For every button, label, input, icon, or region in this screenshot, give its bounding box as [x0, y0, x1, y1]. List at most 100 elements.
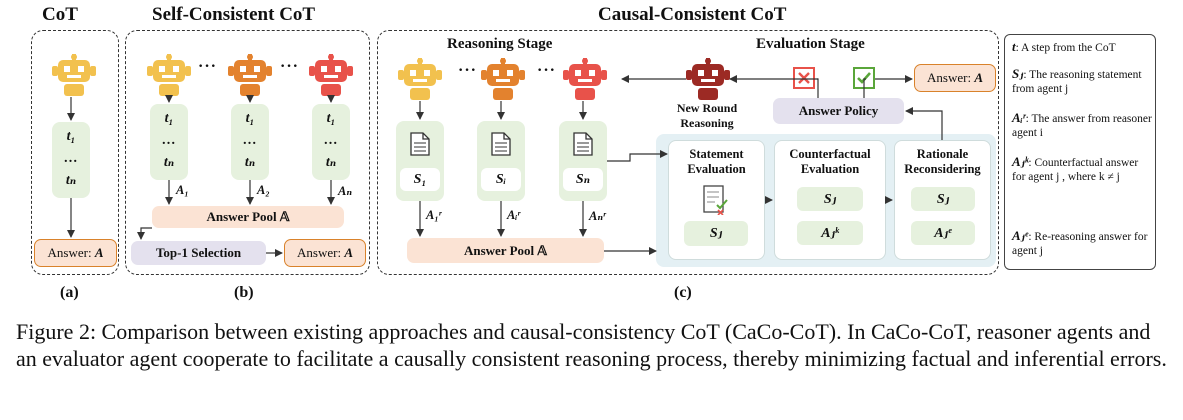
- step-dots: …: [243, 133, 257, 148]
- panel-label-b: (b): [234, 284, 254, 301]
- figure-caption: Figure 2: Comparison between existing ap…: [16, 319, 1167, 371]
- panel-c: [377, 30, 999, 275]
- top1-selection: Top-1 Selection: [131, 241, 266, 265]
- cot-steps-box: [52, 122, 90, 198]
- answer-var: A: [344, 245, 353, 260]
- step-t1: t₁: [66, 129, 76, 144]
- arrows-overlay: [67, 75, 943, 257]
- cot-steps: t₁ … tₙ: [312, 108, 350, 174]
- step-dots: …: [64, 151, 78, 166]
- evaluation-stage-label: Evaluation Stage: [756, 36, 865, 52]
- robot-icon: [147, 54, 191, 101]
- robot-icon: [686, 58, 730, 105]
- step-dots: …: [162, 133, 176, 148]
- counterfactual-evaluation-card: Counterfactual Evaluation Sⱼ Aⱼᵏ: [774, 140, 886, 260]
- step-t1: t₁: [245, 111, 255, 126]
- robot-icon: [52, 54, 96, 101]
- panel-label-a: (a): [60, 284, 79, 301]
- step-t1: t₁: [326, 111, 336, 126]
- counterfactual-answer-var: Aⱼᵏ: [797, 221, 863, 245]
- answer-box-b: Answer: A: [284, 239, 366, 267]
- robot-icon: [481, 58, 525, 105]
- cot-steps: t₁ … tₙ: [150, 108, 188, 174]
- arrow-label: Aᵢʳ: [507, 208, 521, 222]
- legend-item: Aᵢʳ: The answer from reasoner agent i: [1012, 111, 1152, 140]
- legend-text: : The answer from reasoner agent i: [1012, 113, 1152, 139]
- ellipsis: ···: [537, 62, 557, 79]
- panel-label-c: (c): [674, 284, 692, 301]
- step-tn: tₙ: [325, 155, 337, 170]
- self-consistent-title: Self-Consistent CoT: [152, 4, 316, 25]
- legend-text: : Re-reasoning answer for agent j: [1012, 231, 1148, 257]
- arrow-label: A₂: [257, 183, 270, 197]
- answer-pool-c: Answer Pool 𝔸: [407, 238, 604, 263]
- arrow-label: A₁ʳ: [426, 208, 442, 222]
- cot-steps-box: [231, 104, 269, 180]
- legend-symbol: Aᵢʳ: [1012, 110, 1026, 125]
- card-title: Statement Evaluation: [687, 147, 746, 176]
- legend-symbol: Aⱼᵉ: [1012, 228, 1029, 243]
- legend-text: : The reasoning statement from agent j: [1012, 69, 1142, 95]
- cot-steps: t₁ … tₙ: [231, 108, 269, 174]
- robot-icon: [309, 54, 353, 101]
- legend-box: [1004, 34, 1156, 270]
- card-title: Counterfactual Evaluation: [789, 147, 871, 176]
- answer-label: Answer:: [297, 245, 342, 260]
- legend-item: Aⱼᵉ: Re-reasoning answer for agent j: [1012, 229, 1152, 258]
- answer-label: Answer:: [47, 245, 92, 260]
- answer-var: A: [974, 70, 983, 85]
- legend-item: t: A step from the CoT: [1012, 40, 1152, 55]
- step-dots: …: [324, 133, 338, 148]
- statement-var: Sⱼ: [911, 187, 975, 211]
- cot-steps: t₁ … tₙ: [52, 126, 90, 192]
- causal-consistent-title: Causal-Consistent CoT: [598, 4, 787, 25]
- answer-var: A: [94, 245, 104, 260]
- panel-a: [31, 30, 119, 275]
- legend-item: Sⱼ: The reasoning statement from agent j: [1012, 67, 1152, 96]
- legend-item: Aⱼᵏ: Counterfactual answer for agent j ,…: [1012, 155, 1152, 184]
- new-round-label: New Round Reasoning: [676, 101, 738, 130]
- document-icon: [491, 132, 511, 161]
- robot-icon: [228, 54, 272, 101]
- document-icon: [573, 132, 593, 161]
- answer-box-a: Answer: A: [34, 239, 117, 267]
- step-t1: t₁: [164, 111, 174, 126]
- card-title: Rationale Reconsidering: [904, 147, 981, 176]
- legend-symbol: Sⱼ: [1012, 66, 1024, 81]
- ellipsis: ···: [280, 58, 300, 75]
- checklist-icon: [703, 185, 729, 220]
- statement-evaluation-card: Statement Evaluation Sⱼ: [668, 140, 765, 260]
- reject-icon: [793, 67, 815, 94]
- statement-var: Sᵢ: [481, 168, 521, 191]
- rationale-reconsidering-card: Rationale Reconsidering Sⱼ Aⱼᵉ: [894, 140, 991, 260]
- reasoning-stage-label: Reasoning Stage: [447, 36, 553, 52]
- step-tn: tₙ: [244, 155, 256, 170]
- rereasoning-answer-var: Aⱼᵉ: [911, 221, 975, 245]
- statement-var: S₁: [400, 168, 440, 191]
- ellipsis: ···: [198, 58, 218, 75]
- arrow-label: Aₙ: [338, 184, 353, 198]
- arrow-label: Aₙʳ: [589, 209, 606, 223]
- statement-var: Sⱼ: [797, 187, 863, 211]
- cot-steps-box: [312, 104, 350, 180]
- cot-steps-box: [150, 104, 188, 180]
- answer-policy: Answer Policy: [773, 98, 904, 124]
- cot-title: CoT: [42, 4, 78, 25]
- legend-symbol: t: [1012, 39, 1016, 54]
- answer-label: Answer:: [927, 70, 972, 85]
- legend-text: : Counterfactual answer for agent j , wh…: [1012, 157, 1139, 183]
- answer-box-c: Answer: A: [914, 64, 996, 92]
- step-tn: tₙ: [163, 155, 175, 170]
- legend-symbol: Aⱼᵏ: [1012, 154, 1029, 169]
- robot-icon: [563, 58, 607, 105]
- step-tn: tₙ: [65, 173, 77, 188]
- statement-var: Sⱼ: [684, 221, 748, 246]
- robot-icon: [398, 58, 442, 105]
- answer-pool-b: Answer Pool 𝔸: [152, 206, 344, 228]
- ellipsis: ···: [458, 62, 478, 79]
- statement-var: Sₙ: [563, 168, 603, 191]
- legend-text: : A step from the CoT: [1015, 42, 1116, 54]
- panel-b: [125, 30, 370, 275]
- document-icon: [410, 132, 430, 161]
- arrow-label: A₁: [176, 183, 189, 197]
